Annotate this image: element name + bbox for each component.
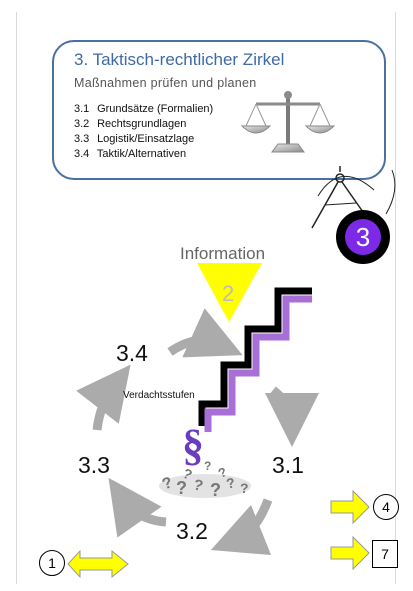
svg-text:?: ? — [176, 478, 187, 498]
header-item: 3.4 Taktik/Alternativen — [74, 148, 187, 160]
header-item-list: 3.1 Grundsätze (Formalien) 3.2 Rechtsgru… — [74, 102, 213, 162]
label-3-4: 3.4 — [116, 340, 148, 366]
header-card: 3. Taktisch-rechtlicher Zirkel Maßnahmen… — [52, 40, 386, 180]
nav-prev-button[interactable]: 1 — [39, 550, 65, 576]
header-subtitle: Maßnahmen prüfen und planen — [74, 76, 257, 90]
paragraph-icon: § — [182, 421, 204, 470]
cycle-arrow-right — [264, 386, 319, 447]
triangle-number: 2 — [222, 281, 235, 306]
nav-arrow-double — [67, 549, 129, 579]
label-3-1: 3.1 — [272, 452, 304, 478]
cycle-arrow-bottom-left — [108, 477, 167, 538]
balance-scale-icon — [240, 91, 336, 153]
label-3-2: 3.2 — [176, 518, 208, 544]
step-badge-fill — [345, 219, 381, 255]
verdachtsstufen-stairs — [198, 287, 312, 432]
question-marks-pile-icon: ? ? ? ? ? ? ? ? ? — [159, 459, 251, 500]
cycle-arrow-top — [167, 308, 243, 358]
nav-next-4-button[interactable]: 4 — [373, 494, 399, 520]
compass-icon — [311, 166, 375, 229]
label-3-3: 3.3 — [78, 452, 110, 478]
svg-text:?: ? — [225, 474, 237, 491]
nav-next-7-button[interactable]: 7 — [372, 540, 398, 568]
badge-connector — [385, 169, 396, 215]
svg-text:?: ? — [204, 459, 211, 473]
cycle-arrow-left — [76, 364, 131, 431]
cycle-arrows — [76, 308, 319, 556]
page-frame — [16, 12, 396, 584]
information-label: Information — [180, 244, 266, 263]
header-item: 3.3 Logistik/Einsatzlage — [74, 133, 195, 145]
verdachtsstufen-label: Verdachtsstufen — [123, 390, 195, 401]
svg-text:?: ? — [240, 480, 249, 496]
header-item: 3.2 Rechtsgrundlagen — [74, 118, 187, 130]
svg-text:?: ? — [210, 480, 221, 500]
step-badge-number: 3 — [355, 221, 371, 252]
nav-arrow-right-a — [330, 489, 370, 525]
header-item: 3.1 Grundsätze (Formalien) — [74, 103, 214, 115]
header-title: 3. Taktisch-rechtlicher Zirkel — [74, 50, 285, 69]
nav-arrow-right-b — [330, 535, 370, 571]
information-triangle — [197, 263, 262, 322]
svg-text:?: ? — [192, 476, 205, 495]
cycle-arrow-bottom-right — [210, 498, 273, 556]
